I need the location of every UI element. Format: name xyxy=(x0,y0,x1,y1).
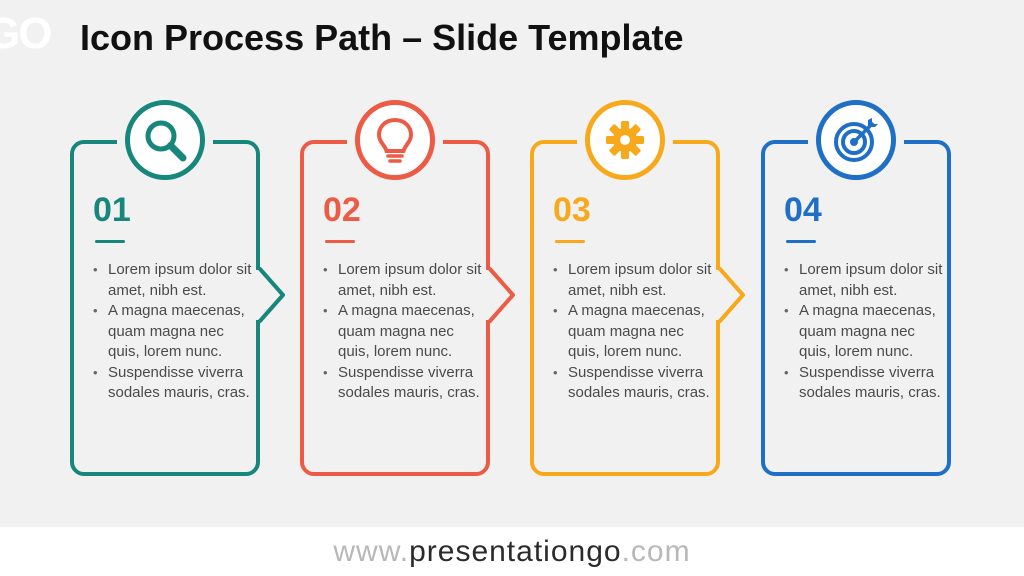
step-number: 01 xyxy=(93,191,131,229)
list-item: A magna maecenas, quam magna nec quis, l… xyxy=(783,301,949,363)
step-card-3: 03 Lorem ipsum dolor sit amet, nibh est.… xyxy=(530,100,720,476)
footer-suffix: .com xyxy=(621,535,691,568)
bullet-list: Lorem ipsum dolor sit amet, nibh est. A … xyxy=(783,260,949,404)
divider xyxy=(95,240,125,243)
list-item: A magna maecenas, quam magna nec quis, l… xyxy=(322,301,488,363)
list-item: Suspendisse viverra sodales mauris, cras… xyxy=(552,363,718,404)
footer: www.presentationgo.com xyxy=(0,527,1024,576)
step-card-1: 01 Lorem ipsum dolor sit amet, nibh est.… xyxy=(70,100,260,476)
list-item: Lorem ipsum dolor sit amet, nibh est. xyxy=(322,260,488,301)
footer-prefix: www. xyxy=(333,535,410,568)
list-item: Suspendisse viverra sodales mauris, cras… xyxy=(322,363,488,404)
list-item: Suspendisse viverra sodales mauris, cras… xyxy=(783,363,949,404)
slide-title: Icon Process Path – Slide Template xyxy=(80,17,684,58)
bullet-list: Lorem ipsum dolor sit amet, nibh est. A … xyxy=(322,260,488,404)
list-item: A magna maecenas, quam magna nec quis, l… xyxy=(92,301,258,363)
icon-circle xyxy=(355,100,435,180)
footer-brand[interactable]: presentationgo xyxy=(409,535,622,568)
target-icon xyxy=(834,118,878,162)
list-item: Suspendisse viverra sodales mauris, cras… xyxy=(92,363,258,404)
bullet-list: Lorem ipsum dolor sit amet, nibh est. A … xyxy=(92,260,258,404)
chevron-right-icon xyxy=(486,267,515,323)
divider xyxy=(786,240,816,243)
list-item: Lorem ipsum dolor sit amet, nibh est. xyxy=(783,260,949,301)
step-card-4: 04 Lorem ipsum dolor sit amet, nibh est.… xyxy=(761,100,951,476)
divider xyxy=(325,240,355,243)
icon-circle xyxy=(816,100,896,180)
chevron-right-icon xyxy=(256,267,285,323)
magnifier-icon xyxy=(145,120,187,162)
divider xyxy=(555,240,585,243)
step-number: 03 xyxy=(553,191,591,229)
list-item: Lorem ipsum dolor sit amet, nibh est. xyxy=(552,260,718,301)
gear-icon xyxy=(606,121,644,159)
list-item: A magna maecenas, quam magna nec quis, l… xyxy=(552,301,718,363)
step-number: 02 xyxy=(323,191,361,229)
logo: GO xyxy=(0,9,52,58)
list-item: Lorem ipsum dolor sit amet, nibh est. xyxy=(92,260,258,301)
bullet-list: Lorem ipsum dolor sit amet, nibh est. A … xyxy=(552,260,718,404)
icon-circle xyxy=(125,100,205,180)
step-number: 04 xyxy=(784,191,822,229)
lightbulb-icon xyxy=(376,117,414,163)
slide: GO Icon Process Path – Slide Template 01… xyxy=(0,0,1024,527)
chevron-right-icon xyxy=(716,267,745,323)
icon-circle xyxy=(585,100,665,180)
step-card-2: 02 Lorem ipsum dolor sit amet, nibh est.… xyxy=(300,100,490,476)
